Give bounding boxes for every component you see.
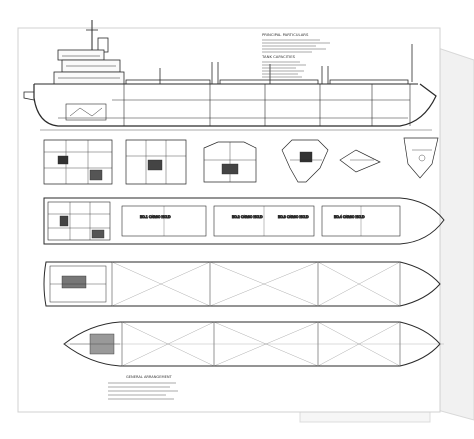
profile-view (23, 20, 437, 131)
front-sheet (17, 27, 441, 413)
hold-1-label: NO.1 CARGO HOLD (140, 215, 171, 219)
deckhouse-plans (43, 137, 439, 185)
title-block-heading: GENERAL ARRANGEMENT (126, 375, 173, 379)
capacities-heading: TANK CAPACITIES (261, 54, 296, 59)
title-block: GENERAL ARRANGEMENT (108, 375, 178, 400)
hold-4-label: NO.4 CARGO HOLD (334, 215, 365, 219)
hold-2-label: NO.2 CARGO HOLD (232, 215, 263, 219)
principal-particulars-notes: PRINCIPAL PARTICULARS TANK CAPACITIES (261, 32, 330, 78)
notes-heading: PRINCIPAL PARTICULARS (262, 32, 309, 37)
tween-deck-plan (43, 261, 441, 307)
hold-3-label: NO.3 CARGO HOLD (278, 215, 309, 219)
main-deck-plan: NO.1 CARGO HOLD NO.2 CARGO HOLD NO.3 CAR… (43, 197, 445, 245)
tank-top-plan (63, 321, 444, 367)
